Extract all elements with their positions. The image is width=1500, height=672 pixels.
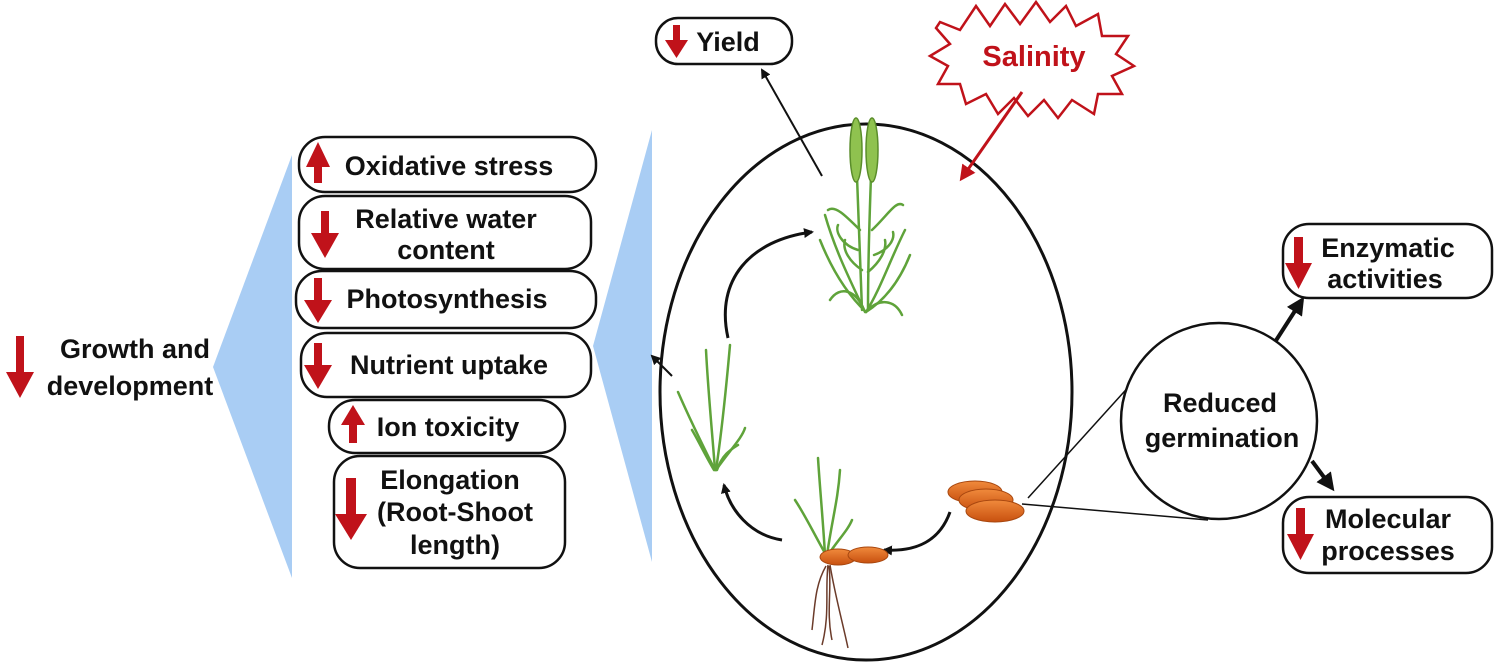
life-cycle-ellipse bbox=[658, 122, 1074, 662]
effect-label-line3: length) bbox=[410, 530, 500, 560]
effect-box-ion-toxicity: Ion toxicity bbox=[327, 398, 567, 455]
cycle-arrow-young-to-mature bbox=[723, 228, 814, 339]
seed-cluster bbox=[947, 480, 1025, 523]
left-funnel-panel bbox=[213, 155, 292, 578]
effect-box-molecular-processes: Molecular processes bbox=[1281, 495, 1494, 575]
down-arrow-icon bbox=[304, 278, 332, 323]
cycle-arrow-seed-to-seedling bbox=[882, 511, 952, 556]
mature-wheat-plant bbox=[818, 117, 912, 317]
callout-line-upper bbox=[1027, 371, 1143, 499]
down-arrow-icon bbox=[6, 336, 34, 398]
down-arrow-icon bbox=[304, 343, 332, 389]
seed bbox=[965, 499, 1025, 523]
effect-label-line1: Elongation bbox=[380, 465, 519, 495]
callout-line-lower bbox=[1021, 503, 1209, 521]
effect-box-nutrient-uptake: Nutrient uptake bbox=[299, 331, 593, 399]
effect-label-line2: activities bbox=[1327, 264, 1443, 294]
salinity-label: Salinity bbox=[982, 41, 1085, 73]
growth-line1: Growth and bbox=[60, 334, 210, 364]
down-arrow-icon bbox=[1285, 237, 1312, 289]
arrow-to-enzymatic bbox=[1273, 296, 1305, 344]
reduced-germination-circle: Reduced germination bbox=[1119, 321, 1319, 521]
wheat-ear-right bbox=[865, 117, 879, 183]
effect-box-oxidative-stress: Oxidative stress bbox=[297, 135, 598, 194]
yield-label: Yield bbox=[696, 27, 760, 57]
effect-label-line1: Relative water bbox=[355, 204, 537, 234]
salinity-arrow bbox=[959, 91, 1024, 182]
cycle-arrow-seedling-to-young bbox=[721, 483, 783, 542]
effect-box-enzymatic-activities: Enzymatic activities bbox=[1281, 222, 1494, 300]
salinity-starburst: Salinity bbox=[927, 0, 1137, 121]
down-arrow-icon bbox=[665, 25, 688, 58]
germination-line2: germination bbox=[1145, 423, 1300, 453]
yield-box: Yield bbox=[654, 16, 794, 66]
starburst-shape bbox=[927, 0, 1137, 121]
arrow-to-effects bbox=[650, 354, 673, 377]
effect-label-line1: Molecular bbox=[1325, 504, 1452, 534]
right-funnel-panel bbox=[593, 130, 652, 562]
effect-label-line2: (Root-Shoot bbox=[377, 497, 533, 527]
up-arrow-icon bbox=[341, 405, 365, 443]
germinating-seed bbox=[847, 546, 889, 564]
growth-development-label: Growth and development bbox=[6, 334, 213, 401]
effect-label: Nutrient uptake bbox=[350, 350, 548, 380]
germination-line1: Reduced bbox=[1163, 388, 1277, 418]
down-arrow-icon bbox=[1287, 508, 1314, 560]
effect-box-elongation: Elongation (Root-Shoot length) bbox=[332, 454, 567, 570]
growth-line2: development bbox=[47, 371, 214, 401]
effect-box-relative-water-content: Relative water content bbox=[297, 194, 593, 271]
effect-label-line1: Enzymatic bbox=[1321, 233, 1455, 263]
arrow-to-molecular bbox=[1310, 459, 1335, 492]
effect-label: Photosynthesis bbox=[346, 284, 547, 314]
effect-box-photosynthesis: Photosynthesis bbox=[294, 269, 598, 330]
seedling bbox=[793, 456, 889, 649]
up-arrow-icon bbox=[306, 142, 330, 183]
effect-label: Ion toxicity bbox=[377, 412, 520, 442]
effect-label: Oxidative stress bbox=[345, 151, 554, 181]
arrow-to-yield bbox=[761, 68, 823, 177]
down-arrow-icon bbox=[335, 478, 367, 540]
young-plant bbox=[676, 343, 747, 472]
down-arrow-icon bbox=[311, 211, 339, 258]
wheat-ear-left bbox=[849, 117, 863, 183]
effect-label-line2: content bbox=[397, 235, 495, 265]
effect-label-line2: processes bbox=[1321, 536, 1455, 566]
